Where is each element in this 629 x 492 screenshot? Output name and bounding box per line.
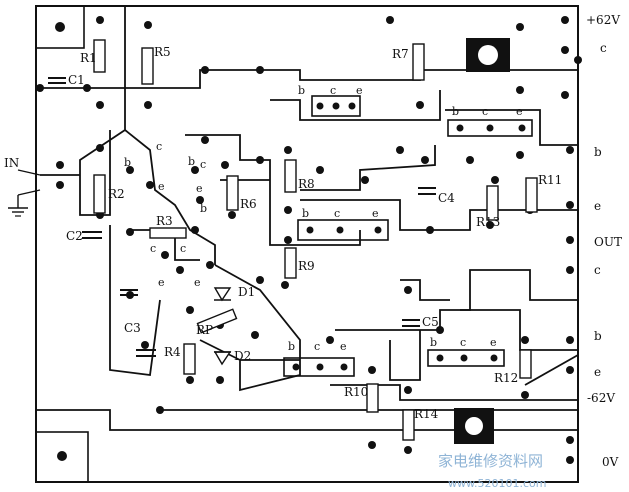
svg-text:e: e	[356, 84, 363, 97]
label-output: OUT	[594, 235, 622, 249]
resistor-label: R5	[154, 45, 171, 59]
edge-terminal-label: c	[594, 263, 601, 277]
label-pos-supply: +62V	[586, 13, 620, 27]
resistor-label: R13	[476, 215, 500, 229]
transistor-strip-bottom-right	[427, 349, 505, 367]
svg-text:e: e	[516, 105, 523, 118]
capacitor-label: C4	[438, 191, 455, 205]
svg-text:b: b	[200, 202, 207, 215]
svg-text:e: e	[158, 276, 165, 289]
edge-terminal-label: e	[594, 199, 601, 213]
svg-text:b: b	[124, 156, 131, 169]
svg-text:c: c	[330, 84, 336, 97]
svg-text:e: e	[340, 340, 347, 353]
capacitor-label: C5	[422, 315, 439, 329]
transistor-strip-mid	[297, 219, 389, 241]
resistor-label: R9	[298, 259, 315, 273]
resistor-bodies	[93, 39, 538, 441]
svg-text:b: b	[298, 84, 305, 97]
svg-text:c: c	[460, 336, 466, 349]
svg-text:b: b	[452, 105, 459, 118]
svg-text:c: c	[314, 340, 320, 353]
transistor-strip-right	[447, 119, 533, 137]
transistor-strip-top	[311, 95, 361, 117]
resistor-label: R12	[494, 371, 518, 385]
resistor-label: RP	[196, 323, 213, 337]
svg-text:e: e	[490, 336, 497, 349]
resistor-label: R1	[80, 51, 97, 65]
mounting-holes	[35, 5, 89, 483]
label-neg-supply: -62V	[587, 391, 615, 405]
transistor-pin-labels: b c e b c e b c e b c e b c e b c e b c …	[124, 84, 523, 353]
resistor-label: R7	[392, 47, 409, 61]
diode-symbols	[213, 287, 232, 366]
svg-text:c: c	[150, 242, 156, 255]
svg-text:c: c	[482, 105, 488, 118]
watermark-cn: 家电维修资料网	[438, 452, 543, 470]
label-input: IN	[4, 156, 19, 170]
diode-label: D1	[238, 285, 255, 299]
ground-icon	[8, 189, 41, 217]
diode-label: D2	[234, 349, 251, 363]
edge-terminal-label: c	[600, 41, 607, 55]
resistor-label: R14	[414, 407, 439, 421]
svg-text:b: b	[288, 340, 295, 353]
edge-terminal-label: e	[594, 365, 601, 379]
resistor-label: R4	[164, 345, 181, 359]
resistor-label: R8	[298, 177, 315, 191]
power-transistor-bottom	[454, 408, 494, 444]
resistor-label: R3	[156, 214, 173, 228]
power-transistor-top	[466, 38, 510, 72]
label-ground: 0V	[602, 455, 619, 469]
svg-text:b: b	[188, 155, 195, 168]
svg-text:e: e	[158, 180, 165, 193]
resistor-label: R2	[108, 187, 125, 201]
svg-text:e: e	[372, 207, 379, 220]
svg-text:c: c	[180, 242, 186, 255]
copper-traces	[36, 6, 579, 431]
edge-terminal-label: b	[594, 329, 602, 343]
solder-pads	[36, 16, 582, 464]
capacitor-label: C2	[66, 229, 83, 243]
svg-text:c: c	[200, 158, 206, 171]
svg-text:c: c	[156, 140, 162, 153]
resistor-label: R10	[344, 385, 368, 399]
svg-text:e: e	[194, 276, 201, 289]
edge-terminal-label: b	[594, 145, 602, 159]
resistor-label: R11	[538, 173, 562, 187]
board-outline	[35, 5, 579, 483]
input-lead	[17, 169, 41, 176]
capacitor-label: C3	[124, 321, 141, 335]
svg-text:e: e	[196, 182, 203, 195]
svg-text:b: b	[302, 207, 309, 220]
capacitor-label: C1	[68, 73, 85, 87]
capacitor-symbols	[48, 77, 436, 357]
transistor-strip-bottom	[283, 357, 355, 377]
resistor-label: R6	[240, 197, 257, 211]
svg-text:b: b	[430, 336, 437, 349]
svg-text:c: c	[334, 207, 340, 220]
watermark-url: www.520101.com	[448, 477, 546, 490]
